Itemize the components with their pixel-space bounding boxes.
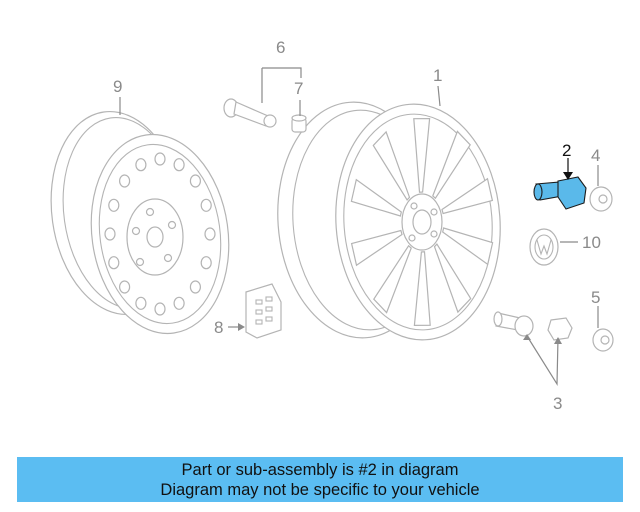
vent-hole bbox=[200, 256, 212, 270]
vent-hole bbox=[108, 198, 120, 212]
tire-label-part bbox=[245, 283, 282, 339]
wheel-spoke bbox=[413, 251, 431, 327]
info-banner: Part or sub-assembly is #2 in diagram Di… bbox=[17, 457, 623, 502]
small-cap-part bbox=[592, 328, 614, 352]
bolt-cap-part bbox=[589, 186, 613, 212]
wheel-spoke bbox=[413, 117, 431, 193]
vent-hole bbox=[108, 256, 120, 270]
banner-line-2: Diagram may not be specific to your vehi… bbox=[160, 480, 480, 499]
vent-holes bbox=[104, 152, 216, 316]
valve-cap-part bbox=[291, 114, 307, 133]
wheel-spoke bbox=[373, 244, 412, 314]
wheel-spoke bbox=[432, 130, 471, 200]
vent-hole bbox=[173, 296, 185, 310]
callout-6: 6 bbox=[276, 38, 285, 57]
vent-hole bbox=[135, 296, 147, 310]
center-cap-part bbox=[529, 228, 559, 266]
callout-7: 7 bbox=[294, 79, 303, 98]
callout-3: 3 bbox=[553, 394, 562, 413]
callout-8: 8 bbox=[214, 318, 223, 337]
vent-hole bbox=[200, 198, 212, 212]
locking-bolt-set-part bbox=[493, 311, 573, 341]
wheel-spoke bbox=[350, 178, 402, 217]
wheel-spoke bbox=[442, 227, 494, 266]
vent-hole bbox=[118, 280, 131, 294]
vent-hole bbox=[154, 302, 166, 316]
vent-hole bbox=[154, 152, 166, 166]
callout-9: 9 bbox=[113, 77, 122, 96]
wheel-spokes bbox=[350, 117, 494, 327]
vent-hole bbox=[118, 174, 131, 188]
wheel-spoke bbox=[441, 177, 494, 215]
vent-hole bbox=[189, 174, 201, 188]
wheel-spoke bbox=[372, 130, 411, 201]
wheel-bolt-highlighted-part bbox=[533, 176, 587, 210]
wheel-spoke bbox=[433, 243, 472, 314]
callout-10: 10 bbox=[582, 233, 601, 252]
callout-1: 1 bbox=[433, 66, 442, 85]
vent-hole bbox=[189, 280, 201, 294]
banner-line-1: Part or sub-assembly is #2 in diagram bbox=[181, 460, 459, 479]
callout-2: 2 bbox=[562, 141, 571, 160]
callout-5: 5 bbox=[591, 288, 600, 307]
alloy-wheel-part bbox=[277, 85, 501, 341]
vent-hole bbox=[135, 158, 147, 172]
callout-4: 4 bbox=[591, 146, 600, 165]
vent-hole bbox=[173, 158, 185, 172]
steel-wheel-part bbox=[50, 97, 230, 335]
wheel-spoke bbox=[350, 229, 403, 267]
vent-hole bbox=[104, 227, 116, 241]
vent-hole bbox=[204, 227, 216, 241]
valve-stem-part bbox=[223, 98, 277, 128]
